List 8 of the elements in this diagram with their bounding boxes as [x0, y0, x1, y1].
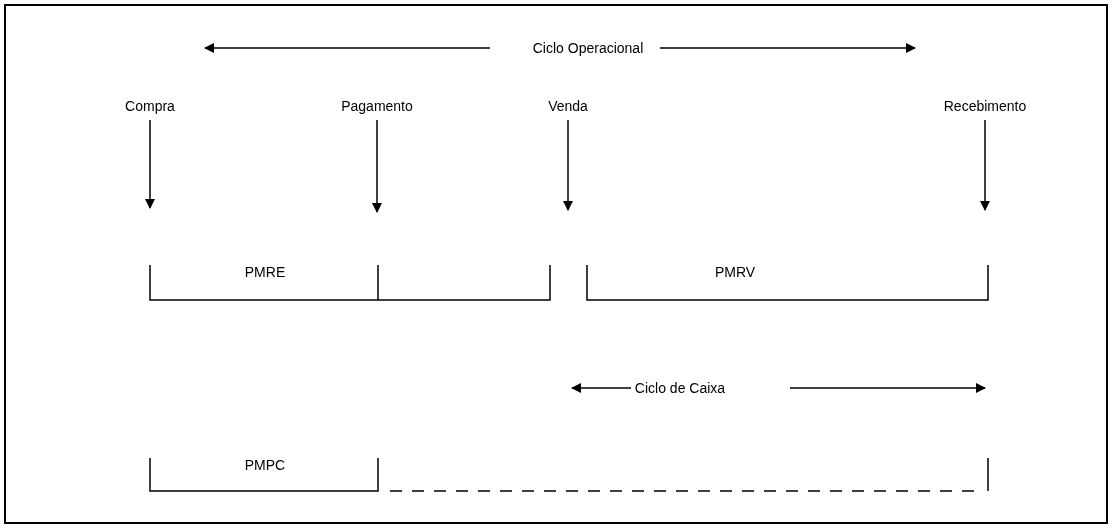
arrow	[562, 119, 574, 212]
event-label: Pagamento	[341, 96, 413, 116]
event-label: Compra	[125, 96, 175, 116]
event-label: Venda	[548, 96, 588, 116]
arrow	[371, 119, 383, 214]
arrow	[979, 119, 991, 212]
event-label: Recebimento	[943, 96, 1027, 116]
arrow	[144, 119, 156, 210]
